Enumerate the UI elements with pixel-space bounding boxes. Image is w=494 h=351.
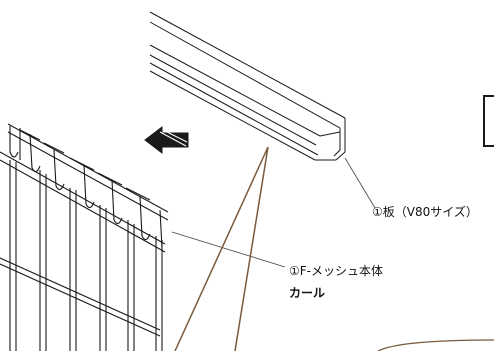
board-label: ①板（V80サイズ） bbox=[372, 205, 478, 219]
partial-bracket bbox=[483, 95, 494, 147]
curl-label: カール bbox=[289, 286, 326, 300]
leader-lines bbox=[171, 146, 494, 351]
mesh-body-label: ①F-メッシュ本体 bbox=[289, 264, 383, 278]
left-arrow-icon bbox=[144, 125, 189, 155]
channel-board bbox=[149, 11, 346, 161]
mesh-panel bbox=[0, 123, 169, 351]
